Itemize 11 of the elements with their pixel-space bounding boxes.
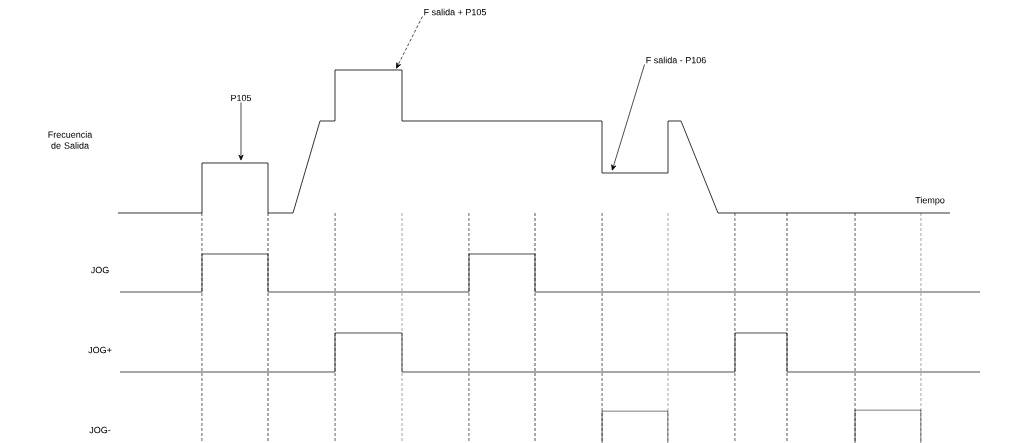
axis-label: Tiempo	[915, 196, 945, 206]
signal-name: JOG+	[88, 346, 112, 354]
callout-label: F salida - P106	[646, 56, 706, 64]
leader-arrow	[611, 64, 645, 171]
signal-name: JOG-	[89, 426, 111, 434]
leader-arrow	[238, 102, 244, 161]
callout-label: P105	[231, 94, 252, 102]
leader-arrow	[396, 16, 423, 69]
signal-name: JOG	[90, 266, 109, 274]
axis-label: Frecuencia de Salida	[48, 131, 93, 149]
callout-label: F salida + P105	[424, 8, 486, 16]
